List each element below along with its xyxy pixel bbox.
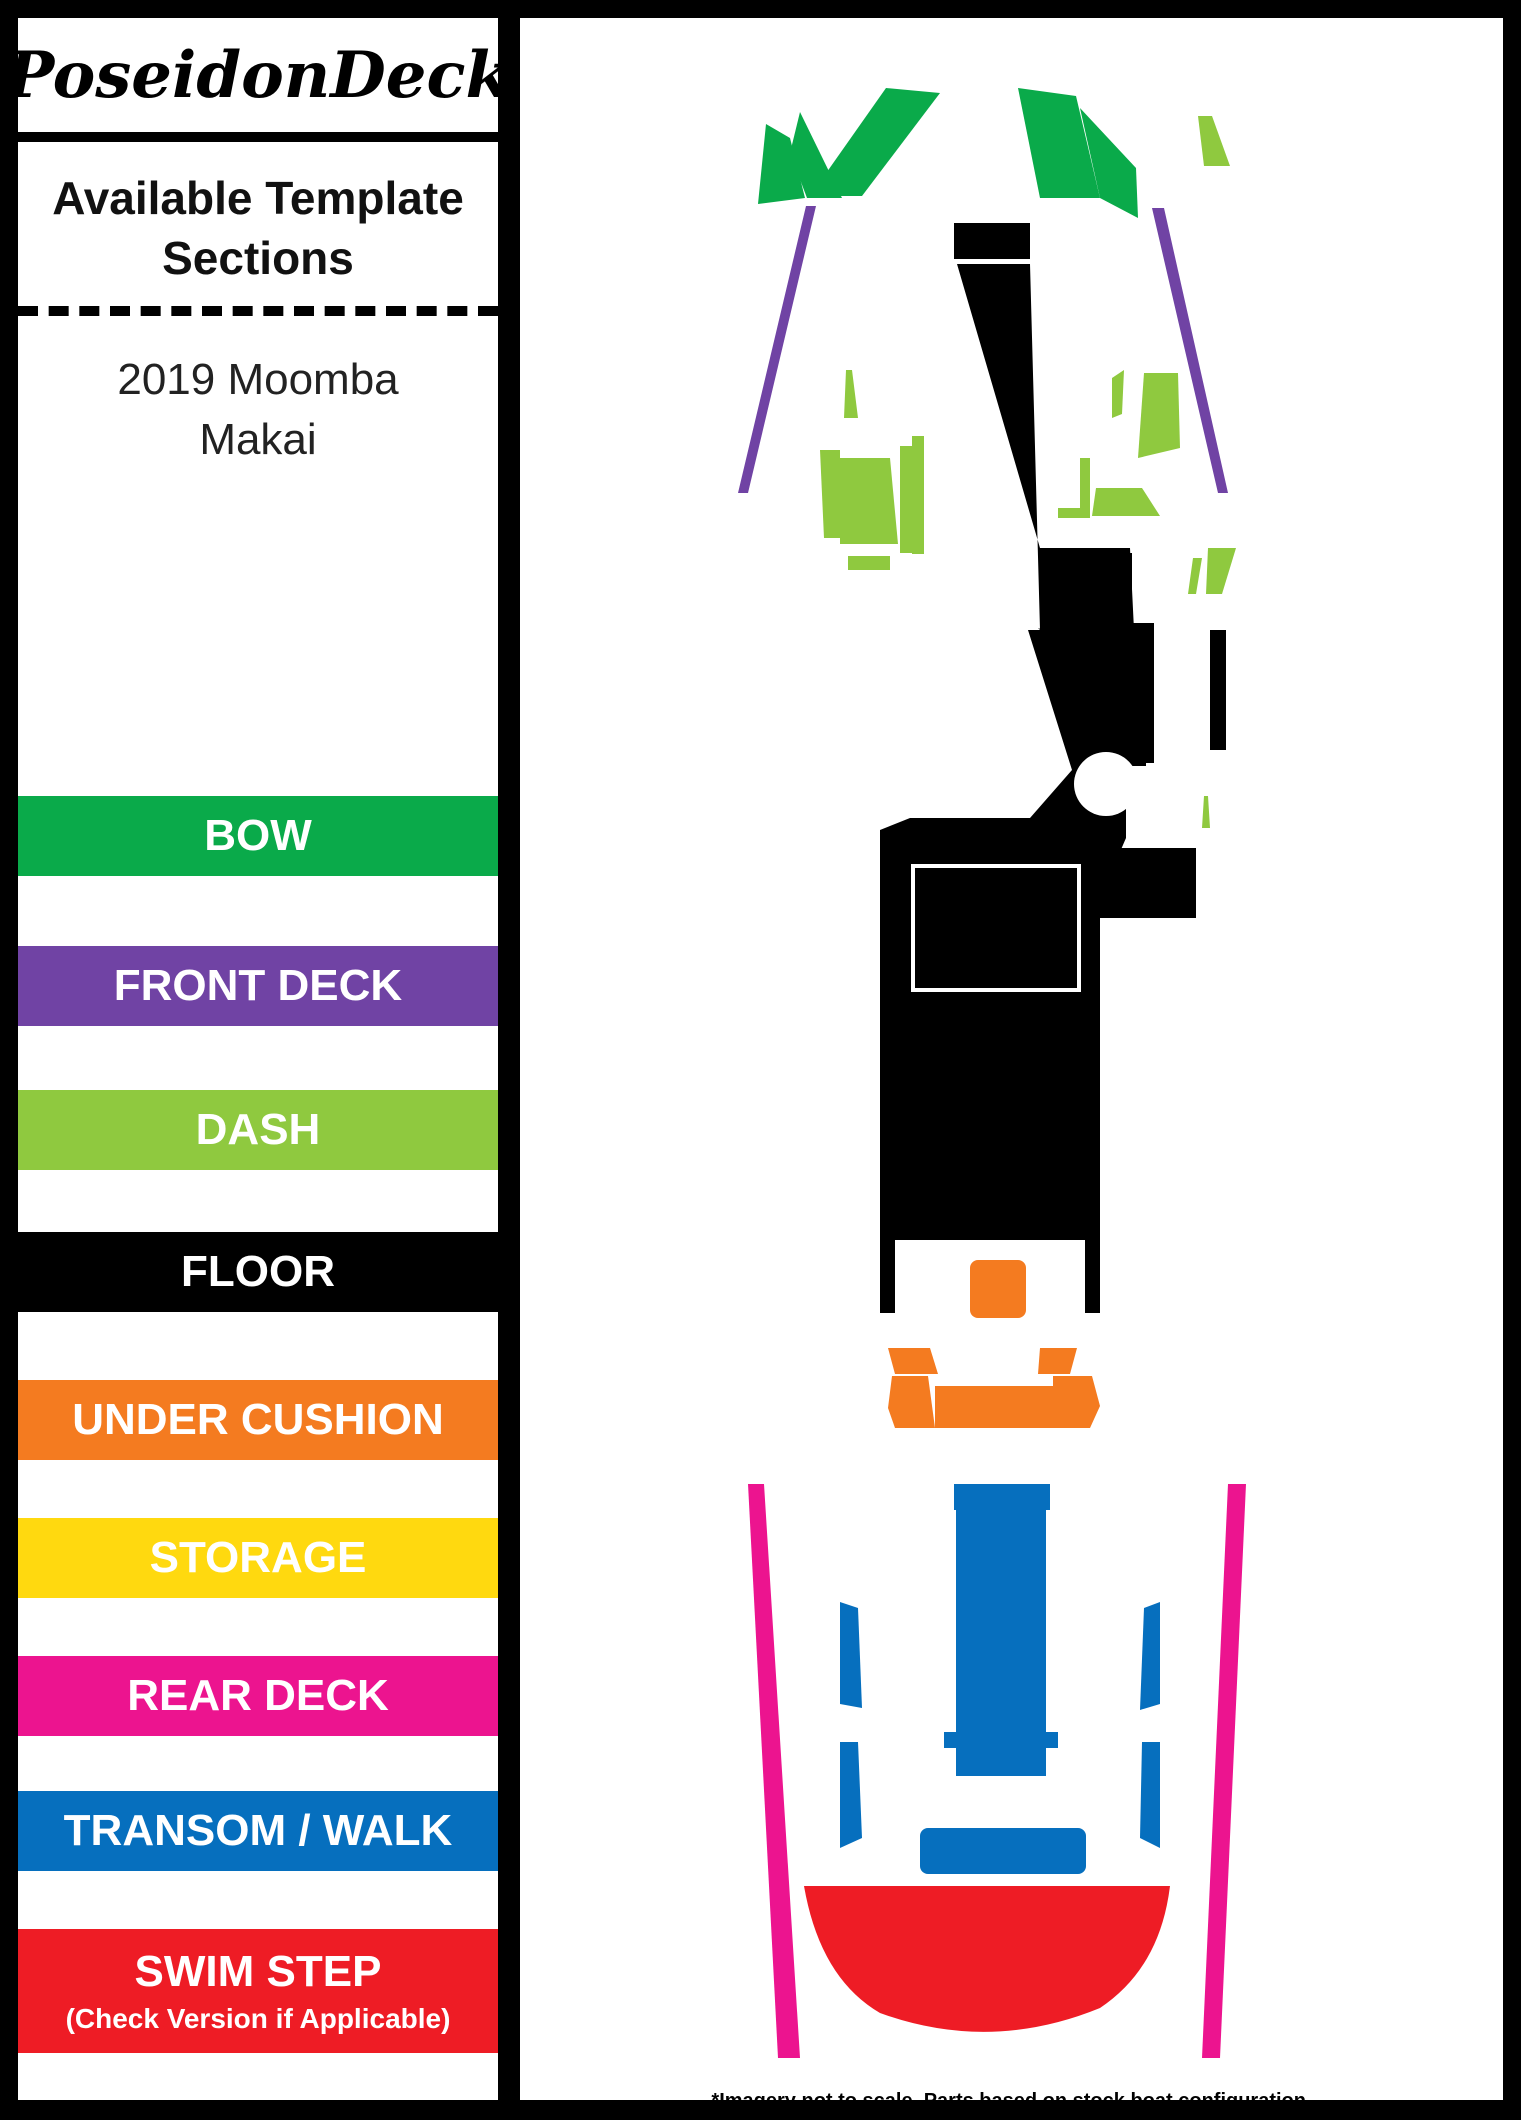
legend-floor: FLOOR bbox=[18, 1232, 498, 1312]
heading-line-1: Available Template bbox=[52, 172, 464, 224]
footnote: *Imagery not to scale. Parts based on st… bbox=[711, 2090, 1312, 2112]
legend-label: FLOOR bbox=[181, 1247, 335, 1296]
legend-under-cushion: UNDER CUSHION bbox=[18, 1380, 498, 1460]
legend-label: BOW bbox=[204, 811, 312, 860]
boat-model: 2019 Moomba Makai bbox=[18, 350, 498, 470]
floor-section bbox=[880, 223, 1226, 1313]
floor-cutout bbox=[1074, 752, 1138, 816]
legend-transom-walk: TRANSOM / WALK bbox=[18, 1791, 498, 1871]
legend-storage: STORAGE bbox=[18, 1518, 498, 1598]
legend-bow: BOW bbox=[18, 796, 498, 876]
model-line-2: Makai bbox=[199, 415, 317, 464]
legend-label: REAR DECK bbox=[127, 1671, 389, 1720]
legend-label: TRANSOM / WALK bbox=[63, 1806, 453, 1855]
rear-deck-section bbox=[748, 1484, 1246, 2058]
heading-line-2: Sections bbox=[162, 232, 354, 284]
diagram-panel: *Imagery not to scale. Parts based on st… bbox=[520, 18, 1503, 2112]
legend-swim-step: SWIM STEP (Check Version if Applicable) bbox=[18, 1929, 498, 2053]
brand-logo: PoseidonDeck bbox=[6, 37, 510, 113]
swim-step-section bbox=[804, 1886, 1170, 2032]
bow-section bbox=[758, 88, 1138, 218]
legend-label: FRONT DECK bbox=[113, 961, 403, 1010]
deck-layout-diagram bbox=[738, 88, 1246, 2058]
dash-section bbox=[820, 116, 1236, 828]
section-heading: Available Template Sections bbox=[18, 168, 498, 288]
divider bbox=[18, 132, 498, 142]
legend-label: UNDER CUSHION bbox=[72, 1395, 444, 1444]
floor-details bbox=[911, 723, 1081, 992]
legend-dash: DASH bbox=[18, 1090, 498, 1170]
legend-sublabel: (Check Version if Applicable) bbox=[65, 2003, 451, 2034]
legend-label: DASH bbox=[195, 1105, 321, 1154]
dashed-divider bbox=[18, 306, 498, 316]
legend-panel: PoseidonDeck Available Template Sections… bbox=[6, 18, 510, 2100]
transom-walk-section bbox=[840, 1484, 1160, 1874]
legend-label: STORAGE bbox=[149, 1533, 367, 1582]
legend-front-deck: FRONT DECK bbox=[18, 946, 498, 1026]
legend-label: SWIM STEP bbox=[134, 1947, 382, 1996]
under-cushion-section bbox=[888, 1260, 1100, 1428]
legend-rear-deck: REAR DECK bbox=[18, 1656, 498, 1736]
front-deck-section bbox=[738, 206, 1228, 493]
model-line-1: 2019 Moomba bbox=[117, 355, 399, 404]
